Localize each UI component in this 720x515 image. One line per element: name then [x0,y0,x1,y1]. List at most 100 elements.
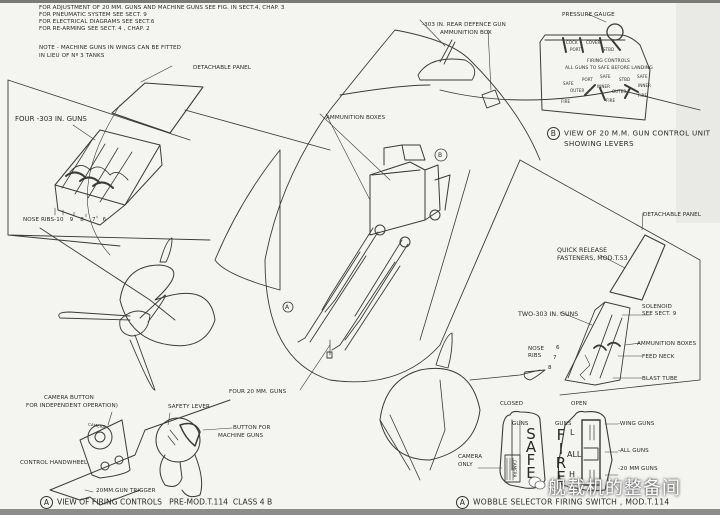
rear-defence-label: -303 in. rear defence gun [422,22,506,28]
pressure-gauge-label: Pressure gauge [562,12,615,18]
left-gun-bay [54,129,163,226]
fuselage-wing-trailing [339,84,701,111]
cannons-label: Four 20 mm. guns [229,389,287,395]
nose-ribs-leaders [54,207,98,219]
lever-tag: Cock [566,40,578,45]
rear-turret [417,39,501,109]
solenoid-label: Solenoid [642,304,672,310]
right-ammo-label: Ammunition boxes [637,341,697,347]
position-label: Port [582,77,593,82]
control-unit-caption-2: showing levers [564,139,634,148]
blast-tube-label: Blast tube [642,376,678,382]
solenoid-label-2: see sect. 9 [642,311,677,317]
right-nose-ribs-label-2: ribs [528,353,542,359]
rib-number: 10 [56,217,64,223]
prop-blade [139,294,166,323]
firing-controls-caption: AView of firing controls Pre-Mod.T.114 C… [40,496,272,509]
h-label: H [569,470,576,479]
rear-ammo-box-label: ammunition box [440,30,492,36]
prop-blade [129,334,156,391]
rib-number: 6 [102,217,107,223]
right-detachable-panel-label: Detachable panel [643,212,702,218]
right-engine [379,332,546,481]
watermark: 舰载机的整备间 [548,478,681,499]
control-unit-caption: B View of 20 M.M. gun control unit [547,127,710,140]
caption-marker-a: A [40,496,53,509]
fasteners-label: Quick release [557,247,608,254]
position-label: Inner [638,83,651,88]
right-guns-label: Two-303 in. guns [518,311,579,318]
right-detachable-panel [609,234,666,301]
marker-a: A [285,304,290,311]
cannon-bay [369,144,451,248]
all-guns-label: -All guns [618,448,649,454]
rib-number: 7 [91,217,96,223]
left-fin [214,149,281,291]
caption-text: View of 20 M.M. gun control unit [564,128,711,138]
camera-button-label: Camera button [44,395,94,401]
handwheel-label: Control handwheel [20,460,88,466]
caption-marker-b: B [547,127,560,140]
position-label: Fire [561,99,571,104]
mg-button-label: Button for [233,425,271,431]
left-engine [58,104,216,391]
position-label: Outer [612,89,627,94]
fire-letter: I [558,440,564,458]
rib-number: 9 [69,217,74,223]
right-nose-ribs-label: Nose [528,346,545,352]
cannon-barrels [297,227,409,359]
wing-guns-label: -Wing guns [618,421,655,427]
note-line: Note - machine guns in wings can be fitt… [39,45,181,51]
note-line: For electrical diagrams see sect.6 [39,19,155,25]
top-border [0,0,720,3]
fuselage-outline [264,29,541,383]
open-label: Open [571,401,587,407]
mm-guns-label: -20 mm guns [618,466,658,472]
note-line: in lieu of Nº 3 tanks [39,53,105,59]
right-gun-bay [564,301,651,386]
lever-tag: Stbd [603,47,615,52]
closed-label: Closed [500,401,524,407]
wechat-icon [528,476,546,490]
caption-text: Wobble selector firing switch , Mod.T.11… [473,497,670,507]
left-guns-leader [72,124,96,141]
position-label: Outer [570,88,585,93]
rib-number: 6 [556,345,560,351]
fasteners-label-2: fasteners, Mod.T.53 [557,255,628,262]
guns-label-open: Guns [555,421,572,427]
safe-letter: E [526,464,536,482]
ammunition-boxes-label: Ammunition boxes [326,115,386,121]
rib-number: 7 [553,355,557,361]
note-line: For adjustment of 20 mm. guns and machin… [39,5,285,11]
left-wing-leading-edge [39,227,176,321]
marker-b-circle [434,148,448,162]
position-label: Inner [597,84,610,89]
left-guns-label: Four -303 in. guns [15,115,87,123]
fire-letter: E [556,468,566,486]
wobble-switch-open [557,410,613,492]
safety-lever-label: Safety lever [168,404,210,410]
left-detachable-panel-label: Detachable panel [193,65,252,71]
caption-marker-a: A [456,496,469,509]
control-unit-title: Firing controls [587,59,630,64]
l-label: L [570,428,575,437]
note-line: For re-arming see sect. 4 , chap. 2 [39,26,150,32]
wobble-switch-caption: A Wobble selector firing switch , Mod.T.1… [456,496,669,509]
position-label: Fire [638,93,648,98]
position-label: Fire [606,98,616,103]
position-label: Stbd [619,77,631,82]
rib-number: 8 [80,217,84,223]
fire-letter: F [556,426,566,444]
lever-tag: Port [570,47,581,52]
left-wing-trailing-edge [184,109,331,151]
prop-blade [58,311,131,321]
position-label: Safe [600,74,611,79]
guns-label-closed: Guns [512,421,529,427]
gun-control-unit [539,23,651,121]
position-label: Safe [637,74,648,79]
page-edge [676,3,720,223]
lever-tag: Cover [586,40,601,45]
safe-letter: F [526,451,536,469]
